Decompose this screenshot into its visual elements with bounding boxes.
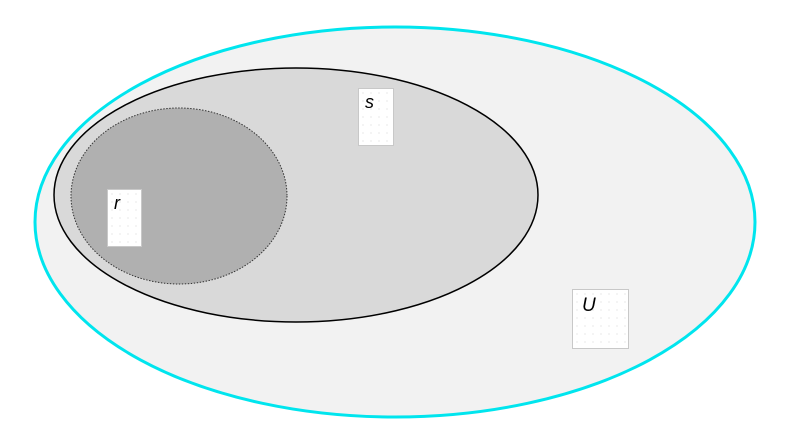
set-U-label: U [572,289,629,349]
set-r-label: r [107,189,142,247]
set-s-label: s [358,88,394,146]
set-U-label-text: U [582,295,596,316]
set-s-label-text: s [365,92,374,112]
set-r-label-text: r [114,193,120,213]
set-r-region [70,107,288,285]
